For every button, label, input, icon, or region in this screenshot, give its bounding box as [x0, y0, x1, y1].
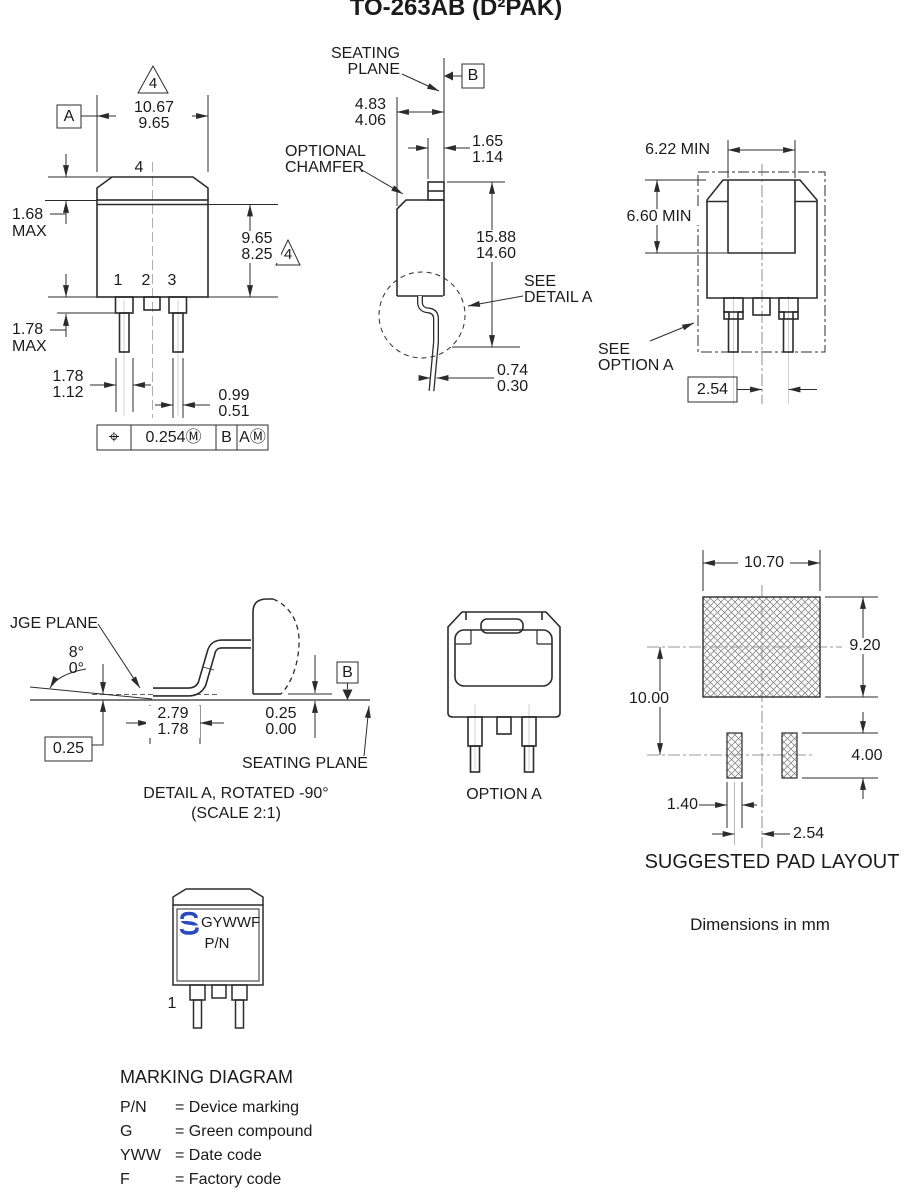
dim-small-pad-width: 1.40: [666, 796, 698, 813]
seating-plane-label-detail: SEATING PLANE: [242, 755, 368, 772]
pad-layout-caption: SUGGESTED PAD LAYOUT: [644, 851, 900, 873]
option-a-drawing: [447, 611, 561, 773]
tolerance-datum-a-cell: AⓂ: [239, 428, 266, 446]
pin3-label: 3: [167, 272, 177, 289]
marking-pn-text: P/N: [204, 935, 230, 952]
dim-pad-spacing: 10.00: [612, 691, 686, 707]
dim-tab-height: 6.60 MIN: [618, 209, 700, 225]
legend-def: = Green compound: [175, 1123, 313, 1140]
side-view-drawing: [361, 58, 524, 392]
dim-small-pad-height: 4.00: [844, 748, 890, 764]
pin4-tab-label: 4: [134, 159, 144, 176]
legend-def: = Device marking: [175, 1099, 300, 1116]
note-triangle-4-right: 4: [283, 246, 293, 263]
dim-lead-pitch-rear: 2.54: [696, 380, 729, 398]
datum-a-label: A: [63, 107, 75, 125]
dim-pad-pitch: 2.54: [793, 825, 825, 842]
note-triangle-4-top: 4: [148, 75, 158, 92]
pin1-label: 1: [113, 272, 123, 289]
legend-term: G: [120, 1123, 133, 1140]
position-tolerance-icon: ⌖: [108, 426, 120, 448]
legend-term: P/N: [120, 1099, 147, 1116]
rear-view-drawing: [645, 140, 826, 404]
marking-diagram-heading: MARKING DIAGRAM: [120, 1067, 294, 1087]
page-title: TO-263AB (D²PAK): [349, 0, 563, 21]
ts-logo-icon: [178, 911, 201, 935]
datum-b-label-detail: B: [342, 663, 353, 681]
legend-term: YWW: [120, 1147, 161, 1164]
legend-term: F: [120, 1171, 130, 1188]
dim-lead-angle: 8°0°: [68, 644, 84, 677]
option-a-caption: OPTION A: [466, 786, 542, 803]
dim-pad-width: 10.70: [738, 555, 790, 571]
tolerance-datum-b-cell: B: [221, 428, 232, 446]
datum-b-label-side: B: [467, 67, 479, 84]
legend-def: = Factory code: [175, 1171, 282, 1188]
marking-drawing: [172, 888, 264, 1029]
front-view-drawing: [45, 64, 301, 451]
legend-def: = Date code: [175, 1147, 262, 1164]
marking-pin1-label: 1: [167, 995, 177, 1012]
dim-standoff-basic: 0.25: [52, 740, 85, 757]
dim-tab-width: 6.22 MIN: [645, 141, 710, 158]
detail-a-caption: DETAIL A, ROTATED -90°: [143, 785, 329, 802]
units-note: Dimensions in mm: [690, 915, 830, 934]
marking-code-text: GYWWF: [201, 914, 261, 931]
tolerance-value-cell: 0.254Ⓜ: [145, 428, 202, 446]
gauge-plane-label: JGE PLANE: [10, 615, 99, 632]
detail-a-drawing: [29, 598, 371, 762]
detail-a-scale-note: (SCALE 2:1): [191, 805, 281, 822]
dim-pad-height: 9.20: [842, 638, 888, 654]
pin2-label: 2: [141, 272, 151, 289]
